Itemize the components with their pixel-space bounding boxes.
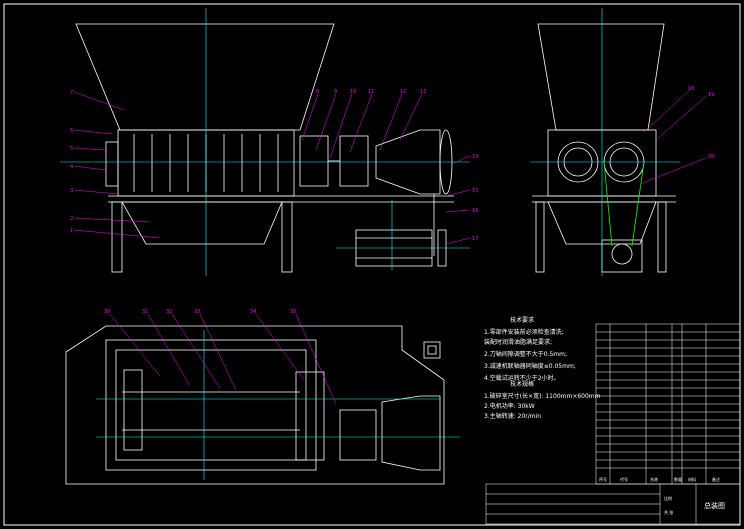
svg-text:8: 8 xyxy=(316,89,319,95)
svg-text:3.主轴转速: 20r/m: 3.主轴转速: 20r/min xyxy=(484,412,541,420)
svg-text:12: 12 xyxy=(400,89,406,95)
plan-callouts: 30 31 32 33 34 35 xyxy=(104,309,296,315)
front-leaders xyxy=(73,91,471,245)
plan-end-block xyxy=(123,369,143,451)
svg-text:31: 31 xyxy=(142,309,148,315)
side-hopper xyxy=(537,23,665,131)
svg-text:1: 1 xyxy=(70,228,73,234)
plan-cover xyxy=(423,341,441,359)
side-view xyxy=(532,23,676,273)
svg-text:2.刀轴间隙调整不大于0.5mm;: 2.刀轴间隙调整不大于0.5mm; xyxy=(484,350,567,358)
plan-view xyxy=(65,325,445,485)
plan-outline xyxy=(65,325,445,485)
svg-text:共 张: 共 张 xyxy=(664,509,673,515)
svg-text:11: 11 xyxy=(368,89,374,95)
svg-text:材料: 材料 xyxy=(688,476,696,482)
svg-text:7: 7 xyxy=(70,90,73,96)
technical-notes: 技术要求 1.零部件安装前必须检查清洗; 装配时润滑油脂满足要求; 2.刀轴间隙… xyxy=(484,316,601,420)
svg-text:33: 33 xyxy=(194,309,200,315)
svg-text:比例: 比例 xyxy=(664,495,672,501)
svg-text:2: 2 xyxy=(70,216,73,222)
bom-header: 序号 代号 名称 数量 材料 备注 比例 共 张 总装图 xyxy=(599,476,725,515)
svg-text:19: 19 xyxy=(708,92,714,98)
side-callouts: 18 19 20 xyxy=(688,86,714,160)
svg-text:装配时润滑油脂满足要求;: 装配时润滑油脂满足要求; xyxy=(484,338,552,346)
svg-text:4: 4 xyxy=(70,164,73,170)
svg-text:6: 6 xyxy=(70,128,73,134)
side-leaders xyxy=(639,89,707,185)
svg-text:18: 18 xyxy=(688,86,694,92)
front-view xyxy=(75,23,454,273)
svg-text:10: 10 xyxy=(350,89,356,95)
svg-text:16: 16 xyxy=(472,208,478,214)
svg-text:14: 14 xyxy=(472,154,478,160)
plan-centerlines xyxy=(96,330,460,480)
svg-text:17: 17 xyxy=(472,236,478,242)
tech-req-title: 技术要求 xyxy=(510,316,534,324)
reducer xyxy=(375,129,441,195)
side-centerlines xyxy=(530,8,680,276)
plan-reducer xyxy=(381,395,441,471)
tech-param-title: 技术规格 xyxy=(510,380,534,388)
svg-text:30: 30 xyxy=(104,309,110,315)
svg-text:数量: 数量 xyxy=(674,476,682,482)
hopper xyxy=(75,23,335,131)
plan-bearing xyxy=(295,371,325,461)
svg-text:1.破碎室尺寸(长×宽): 1100mm×600mm: 1.破碎室尺寸(长×宽): 1100mm×600mm xyxy=(484,392,601,400)
svg-text:3: 3 xyxy=(70,188,73,194)
svg-text:2.电机功率:: 2.电机功率: 30kW xyxy=(484,402,535,410)
coupling-2 xyxy=(339,135,369,187)
svg-text:代号: 代号 xyxy=(620,476,628,482)
svg-text:13: 13 xyxy=(420,89,426,95)
discharge-chute xyxy=(121,201,283,245)
svg-text:20: 20 xyxy=(708,154,714,160)
side-belt xyxy=(603,161,645,247)
side-leg-right xyxy=(657,201,667,273)
side-motor xyxy=(601,239,643,273)
side-leg-left xyxy=(535,201,545,273)
svg-text:32: 32 xyxy=(166,309,172,315)
bom-table xyxy=(485,323,741,525)
end-bearing xyxy=(105,141,119,187)
svg-text:35: 35 xyxy=(290,309,296,315)
front-callouts: 7 6 5 4 3 2 1 8 9 10 11 12 13 14 15 16 1… xyxy=(70,89,478,242)
svg-text:序号: 序号 xyxy=(599,476,607,482)
front-leg-right xyxy=(281,201,293,273)
plan-housing xyxy=(105,339,317,471)
drawing-title: 总装图 xyxy=(704,501,725,510)
coupling-1 xyxy=(299,135,329,187)
front-view-centerlines xyxy=(60,8,470,276)
drawing-border xyxy=(3,3,741,526)
svg-text:5: 5 xyxy=(70,146,73,152)
svg-text:9: 9 xyxy=(334,89,337,95)
svg-text:4.空载试运转不少于2小时。: 4.空载试运转不少于2小时。 xyxy=(484,374,560,382)
plan-leaders xyxy=(109,313,337,405)
svg-text:备注: 备注 xyxy=(712,476,720,482)
front-leg-left xyxy=(111,201,123,273)
svg-text:15: 15 xyxy=(472,188,478,194)
plan-coupling xyxy=(339,409,377,461)
svg-text:1.零部件安装前必须检查清洗;: 1.零部件安装前必须检查清洗; xyxy=(484,328,564,336)
svg-text:34: 34 xyxy=(250,309,256,315)
svg-text:名称: 名称 xyxy=(650,476,658,482)
svg-text:3.减速机联轴器同轴度≤0.05mm;: 3.减速机联轴器同轴度≤0.05mm; xyxy=(484,362,576,370)
